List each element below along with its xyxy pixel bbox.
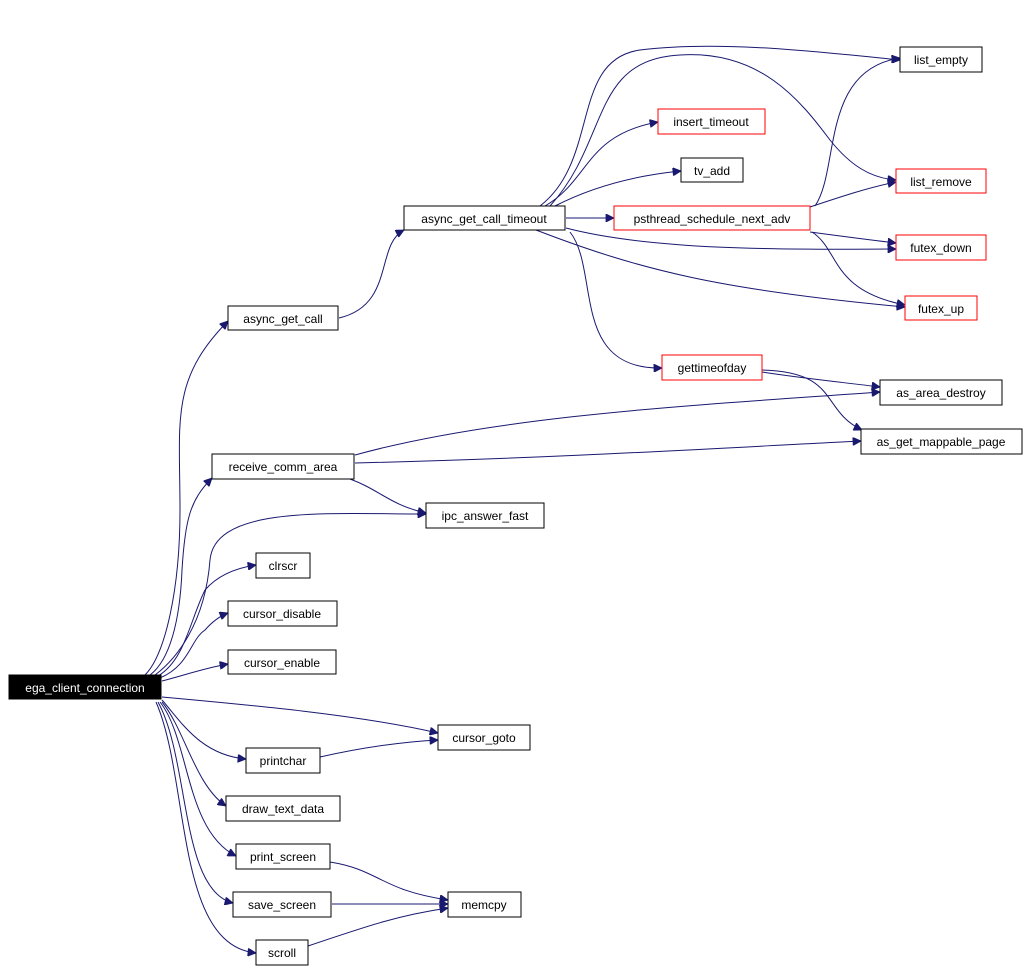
node-futex_down[interactable]: futex_down bbox=[895, 234, 987, 261]
node-label: cursor_goto bbox=[452, 731, 516, 745]
edge-ega_client_connection-async_get_call bbox=[144, 321, 228, 676]
edge-async_get_call_timeout-futex_down bbox=[565, 227, 896, 249]
node-cursor_goto[interactable]: cursor_goto bbox=[437, 724, 531, 751]
node-label: insert_timeout bbox=[673, 115, 749, 129]
edge-async_get_call_timeout-list_remove bbox=[549, 54, 896, 207]
edge-ega_client_connection-printchar bbox=[161, 699, 246, 759]
edge-ega_client_connection-save_screen bbox=[157, 701, 233, 903]
edge-psthread_schedule_next_adv-futex_down bbox=[809, 231, 896, 243]
node-cursor_enable[interactable]: cursor_enable bbox=[227, 649, 337, 675]
edge-scroll-memcpy bbox=[307, 908, 448, 947]
node-clrscr[interactable]: clrscr bbox=[255, 552, 311, 579]
node-gettimeofday[interactable]: gettimeofday bbox=[661, 354, 763, 381]
node-async_get_call_timeout[interactable]: async_get_call_timeout bbox=[403, 205, 566, 231]
edge-gettimeofday-as_area_destroy bbox=[761, 371, 880, 387]
edge-ega_client_connection-cursor_enable bbox=[161, 664, 228, 682]
edge-printchar-cursor_goto bbox=[319, 740, 438, 758]
edge-async_get_call_timeout-list_empty bbox=[539, 45, 900, 207]
node-label: psthread_schedule_next_adv bbox=[634, 212, 791, 226]
node-label: gettimeofday bbox=[678, 361, 747, 375]
node-psthread_schedule_next_adv[interactable]: psthread_schedule_next_adv bbox=[613, 205, 811, 231]
node-futex_up[interactable]: futex_up bbox=[904, 295, 978, 321]
node-label: scroll bbox=[268, 946, 296, 960]
node-label: futex_down bbox=[910, 241, 971, 255]
edge-async_get_call-async_get_call_timeout bbox=[338, 229, 404, 319]
node-label: ipc_answer_fast bbox=[442, 509, 529, 523]
node-label: receive_comm_area bbox=[229, 460, 338, 474]
edge-ega_client_connection-cursor_goto bbox=[161, 696, 438, 733]
edge-async_get_call_timeout-insert_timeout bbox=[544, 122, 658, 207]
node-label: as_get_mappable_page bbox=[877, 435, 1006, 449]
edge-async_get_call_timeout-gettimeofday bbox=[569, 231, 662, 368]
edge-print_screen-memcpy bbox=[329, 861, 448, 900]
node-label: draw_text_data bbox=[242, 802, 324, 816]
node-list_empty[interactable]: list_empty bbox=[899, 46, 983, 73]
node-ega_client_connection[interactable]: ega_client_connection bbox=[8, 674, 162, 700]
node-label: tv_add bbox=[694, 164, 730, 178]
edges bbox=[144, 45, 905, 953]
node-save_screen[interactable]: save_screen bbox=[232, 891, 332, 918]
node-label: cursor_disable bbox=[243, 607, 321, 621]
node-label: async_get_call bbox=[243, 312, 322, 326]
node-label: futex_up bbox=[918, 302, 964, 316]
edge-async_get_call_timeout-futex_up bbox=[535, 229, 905, 307]
node-ipc_answer_fast[interactable]: ipc_answer_fast bbox=[425, 502, 545, 529]
node-label: print_screen bbox=[250, 850, 316, 864]
edge-psthread_schedule_next_adv-futex_up bbox=[811, 231, 905, 305]
edge-ega_client_connection-clrscr bbox=[157, 565, 256, 677]
edge-receive_comm_area-as_area_destroy bbox=[354, 392, 880, 456]
node-label: cursor_enable bbox=[244, 656, 320, 670]
node-label: clrscr bbox=[269, 559, 298, 573]
node-printchar[interactable]: printchar bbox=[245, 747, 321, 774]
node-async_get_call[interactable]: async_get_call bbox=[227, 305, 339, 331]
node-label: list_empty bbox=[914, 53, 968, 67]
node-as_get_mappable_page[interactable]: as_get_mappable_page bbox=[860, 428, 1023, 455]
edge-ega_client_connection-scroll bbox=[155, 701, 256, 953]
node-label: memcpy bbox=[461, 898, 506, 912]
edge-ega_client_connection-receive_comm_area bbox=[149, 478, 212, 676]
node-label: save_screen bbox=[248, 898, 316, 912]
node-insert_timeout[interactable]: insert_timeout bbox=[657, 108, 766, 135]
node-label: ega_client_connection bbox=[25, 681, 144, 695]
edge-psthread_schedule_next_adv-list_remove bbox=[809, 182, 896, 208]
node-tv_add[interactable]: tv_add bbox=[680, 157, 744, 183]
edge-receive_comm_area-ipc_answer_fast bbox=[349, 478, 426, 513]
edge-async_get_call_timeout-tv_add bbox=[554, 171, 681, 207]
edge-receive_comm_area-as_get_mappable_page bbox=[354, 441, 861, 464]
node-draw_text_data[interactable]: draw_text_data bbox=[225, 795, 341, 822]
node-cursor_disable[interactable]: cursor_disable bbox=[227, 600, 338, 627]
node-receive_comm_area[interactable]: receive_comm_area bbox=[211, 453, 355, 480]
edge-ega_client_connection-cursor_disable bbox=[159, 613, 228, 679]
node-label: as_area_destroy bbox=[896, 386, 985, 400]
node-as_area_destroy[interactable]: as_area_destroy bbox=[879, 379, 1003, 406]
edge-ega_client_connection-ipc_answer_fast bbox=[154, 513, 426, 676]
nodes: ega_client_connection async_get_call asy… bbox=[8, 46, 1023, 966]
edge-ega_client_connection-draw_text_data bbox=[161, 701, 226, 806]
node-print_screen[interactable]: print_screen bbox=[235, 843, 331, 870]
node-label: list_remove bbox=[910, 175, 972, 189]
node-memcpy[interactable]: memcpy bbox=[447, 891, 522, 918]
node-label: async_get_call_timeout bbox=[421, 212, 547, 226]
node-scroll[interactable]: scroll bbox=[255, 939, 309, 966]
edge-gettimeofday-as_get_mappable_page bbox=[761, 369, 862, 430]
node-list_remove[interactable]: list_remove bbox=[895, 168, 987, 194]
edge-psthread_schedule_next_adv-list_empty bbox=[814, 58, 900, 207]
edge-ega_client_connection-print_screen bbox=[159, 701, 236, 857]
node-label: printchar bbox=[260, 754, 307, 768]
